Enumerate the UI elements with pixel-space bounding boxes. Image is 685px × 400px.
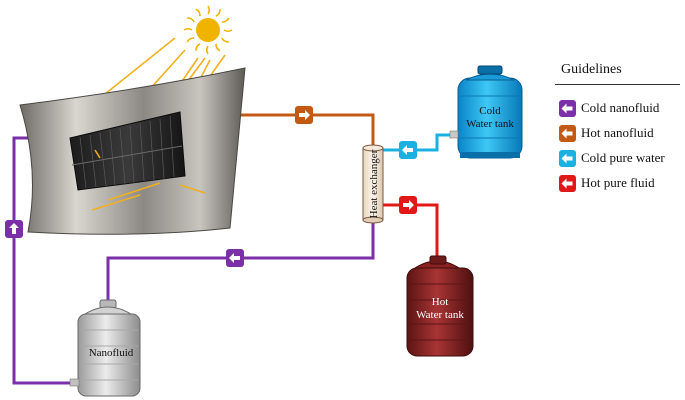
arrow-left-icon	[402, 145, 413, 155]
legend-item-label: Hot nanofluid	[581, 125, 654, 140]
flow-badge-hot-pure-fluid	[399, 196, 417, 214]
sun-ray	[221, 37, 229, 43]
sun-ray	[215, 43, 221, 52]
flow-badge-cold-pure-water	[399, 141, 417, 159]
legend-swatch	[559, 99, 576, 117]
arrow-right-icon	[299, 110, 310, 120]
arrow-left-icon	[561, 128, 573, 138]
legend-swatch	[559, 124, 576, 142]
heat-exchanger: Heat exchanger	[362, 144, 384, 224]
pipe-hot-pure-fluid	[383, 203, 439, 268]
arrow-left-icon	[229, 253, 240, 263]
pipe-hot-nanofluid	[180, 113, 375, 148]
pipe-cold-pure-water	[383, 133, 452, 152]
solar-collector	[19, 67, 246, 235]
sun-ray	[187, 17, 195, 23]
legend-item: Cold pure water	[555, 147, 680, 169]
legend-swatch	[559, 174, 576, 192]
legend-item-label: Hot pure fluid	[581, 175, 655, 190]
sun-ray	[186, 37, 195, 43]
nanofluid-tank-label: Nanofluid	[89, 347, 134, 359]
arrow-left-icon	[561, 103, 573, 113]
hot-tank-label-1: Hot	[432, 296, 449, 308]
legend-item-label: Cold nanofluid	[581, 100, 660, 115]
sun-ray	[223, 29, 233, 33]
sun-ray	[195, 8, 201, 17]
legend-item: Hot pure fluid	[555, 172, 680, 194]
legend-swatch	[559, 149, 576, 167]
nanofluid-tank: Nanofluid	[69, 299, 141, 397]
sun-ray	[195, 43, 201, 51]
cold-water-tank: Cold Water tank	[449, 65, 523, 159]
arrow-right-icon	[403, 200, 414, 210]
legend-item: Hot nanofluid	[555, 122, 680, 144]
flow-badge-cold-nanofluid-feed	[5, 220, 23, 238]
hot-tank-label-2: Water tank	[416, 309, 464, 321]
legend-title: Guidelines	[555, 62, 680, 85]
arrow-up-icon	[9, 223, 19, 234]
legend-item: Cold nanofluid	[555, 97, 680, 119]
flow-badge-hot-nanofluid	[295, 106, 313, 124]
heat-exchanger-label: Heat exchanger	[368, 149, 380, 218]
flow-badge-cold-nanofluid-return	[226, 249, 244, 267]
sun-icon	[183, 5, 233, 55]
sun-ray	[205, 45, 209, 55]
arrow-left-icon	[561, 178, 573, 188]
cold-tank-label-2: Water tank	[466, 118, 514, 130]
sun-ray	[207, 5, 211, 15]
sun-ray	[215, 9, 221, 17]
sun-disc	[196, 18, 220, 42]
hot-water-tank: Hot Water tank	[406, 255, 474, 357]
arrow-left-icon	[561, 153, 573, 163]
sun-ray	[221, 17, 230, 23]
sun-ray	[183, 27, 193, 31]
legend-item-label: Cold pure water	[581, 150, 665, 165]
cold-tank-label-1: Cold	[479, 105, 501, 117]
